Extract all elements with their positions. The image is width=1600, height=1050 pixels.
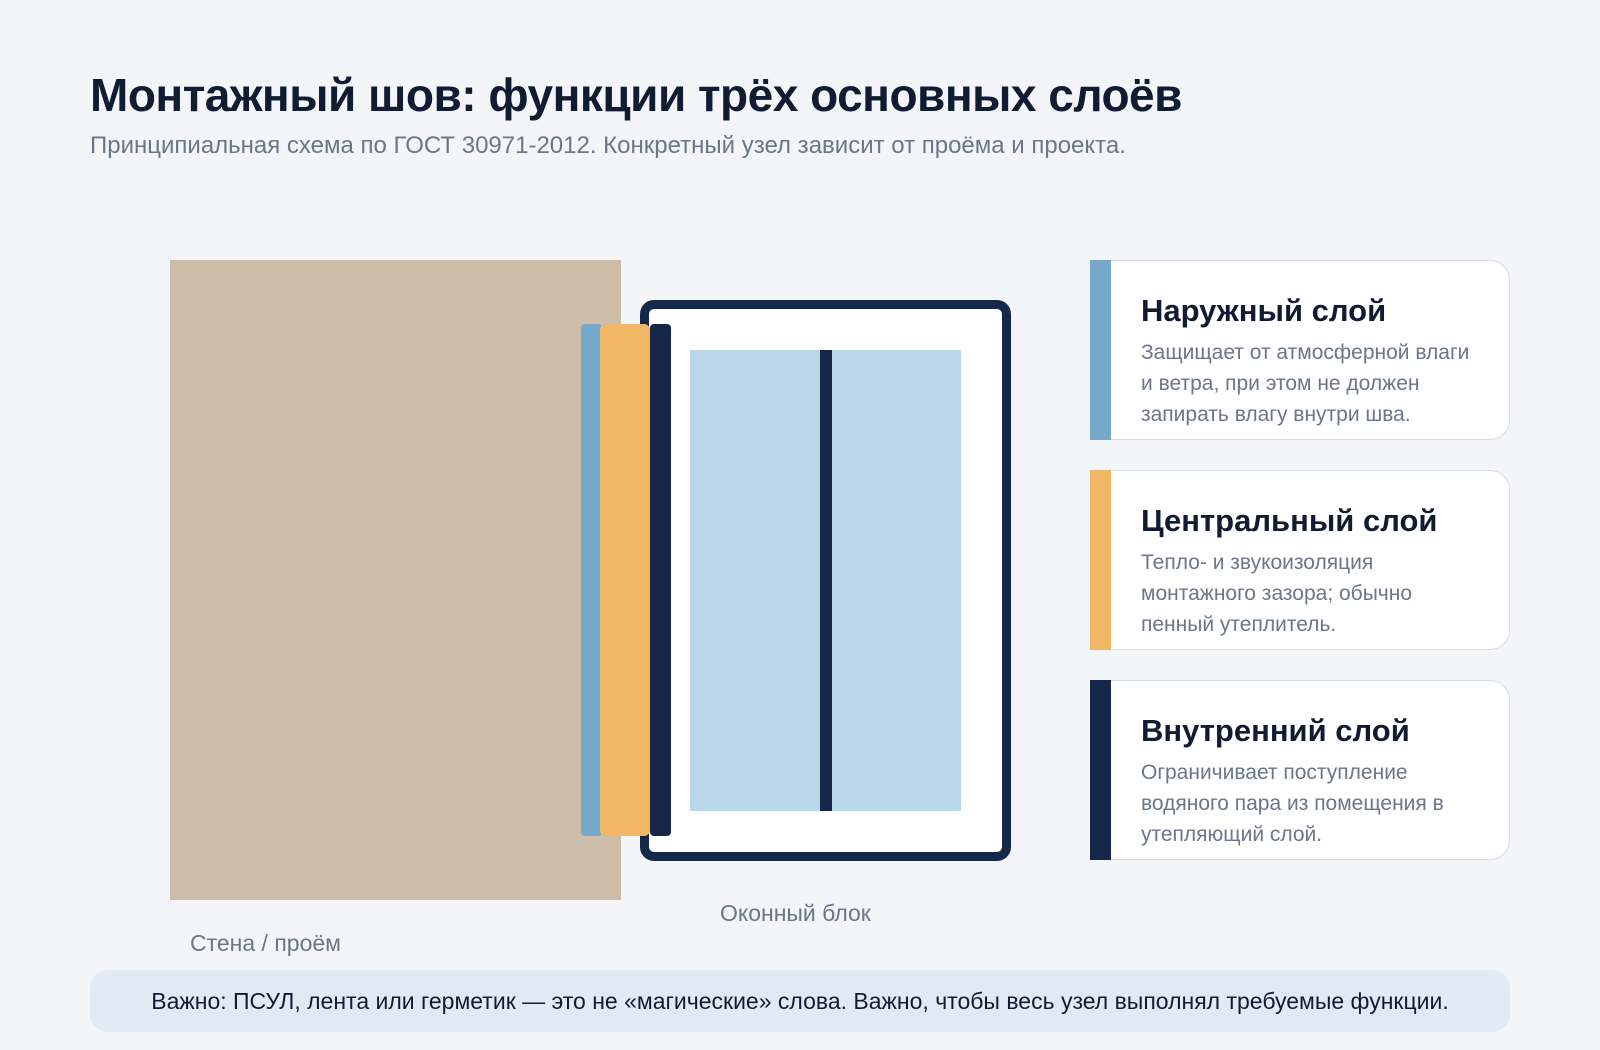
layer-card-accent — [1090, 680, 1111, 860]
page-subtitle: Принципиальная схема по ГОСТ 30971-2012.… — [90, 132, 1126, 159]
window-mullion — [820, 350, 832, 811]
layer-card-accent — [1090, 470, 1111, 650]
outer-layer-strip — [581, 324, 602, 836]
central-layer-strip — [600, 324, 650, 836]
layer-card-text: Тепло- и звукоизоляция монтажного зазора… — [1141, 551, 1413, 636]
layer-card-accent — [1090, 260, 1111, 440]
glass-pane-right — [832, 350, 961, 811]
window-label: Оконный блок — [720, 900, 871, 926]
inner-layer-strip — [650, 324, 671, 836]
important-note-text: Важно: ПСУЛ, лента или герметик — это не… — [151, 987, 1449, 1014]
layer-card-text: Ограничивает поступление водяного пара и… — [1141, 761, 1444, 846]
wall-label: Стена / проём — [190, 930, 341, 956]
page-title: Монтажный шов: функции трёх основных сло… — [90, 69, 1182, 121]
layer-card-outer: Наружный слой Защищает от атмосферной вл… — [1090, 260, 1510, 440]
layer-card-inner: Внутренний слой Ограничивает поступление… — [1090, 680, 1510, 860]
important-note: Важно: ПСУЛ, лента или герметик — это не… — [90, 970, 1510, 1032]
glass-pane-left — [690, 350, 820, 811]
layer-card-title: Внутренний слой — [1141, 713, 1410, 748]
layer-card-text: Защищает от атмосферной влаги и ветра, п… — [1141, 341, 1470, 426]
layer-card-central: Центральный слой Тепло- и звукоизоляция … — [1090, 470, 1510, 650]
wall-block — [170, 260, 621, 900]
layer-card-title: Наружный слой — [1141, 293, 1387, 328]
layer-card-title: Центральный слой — [1141, 503, 1438, 538]
